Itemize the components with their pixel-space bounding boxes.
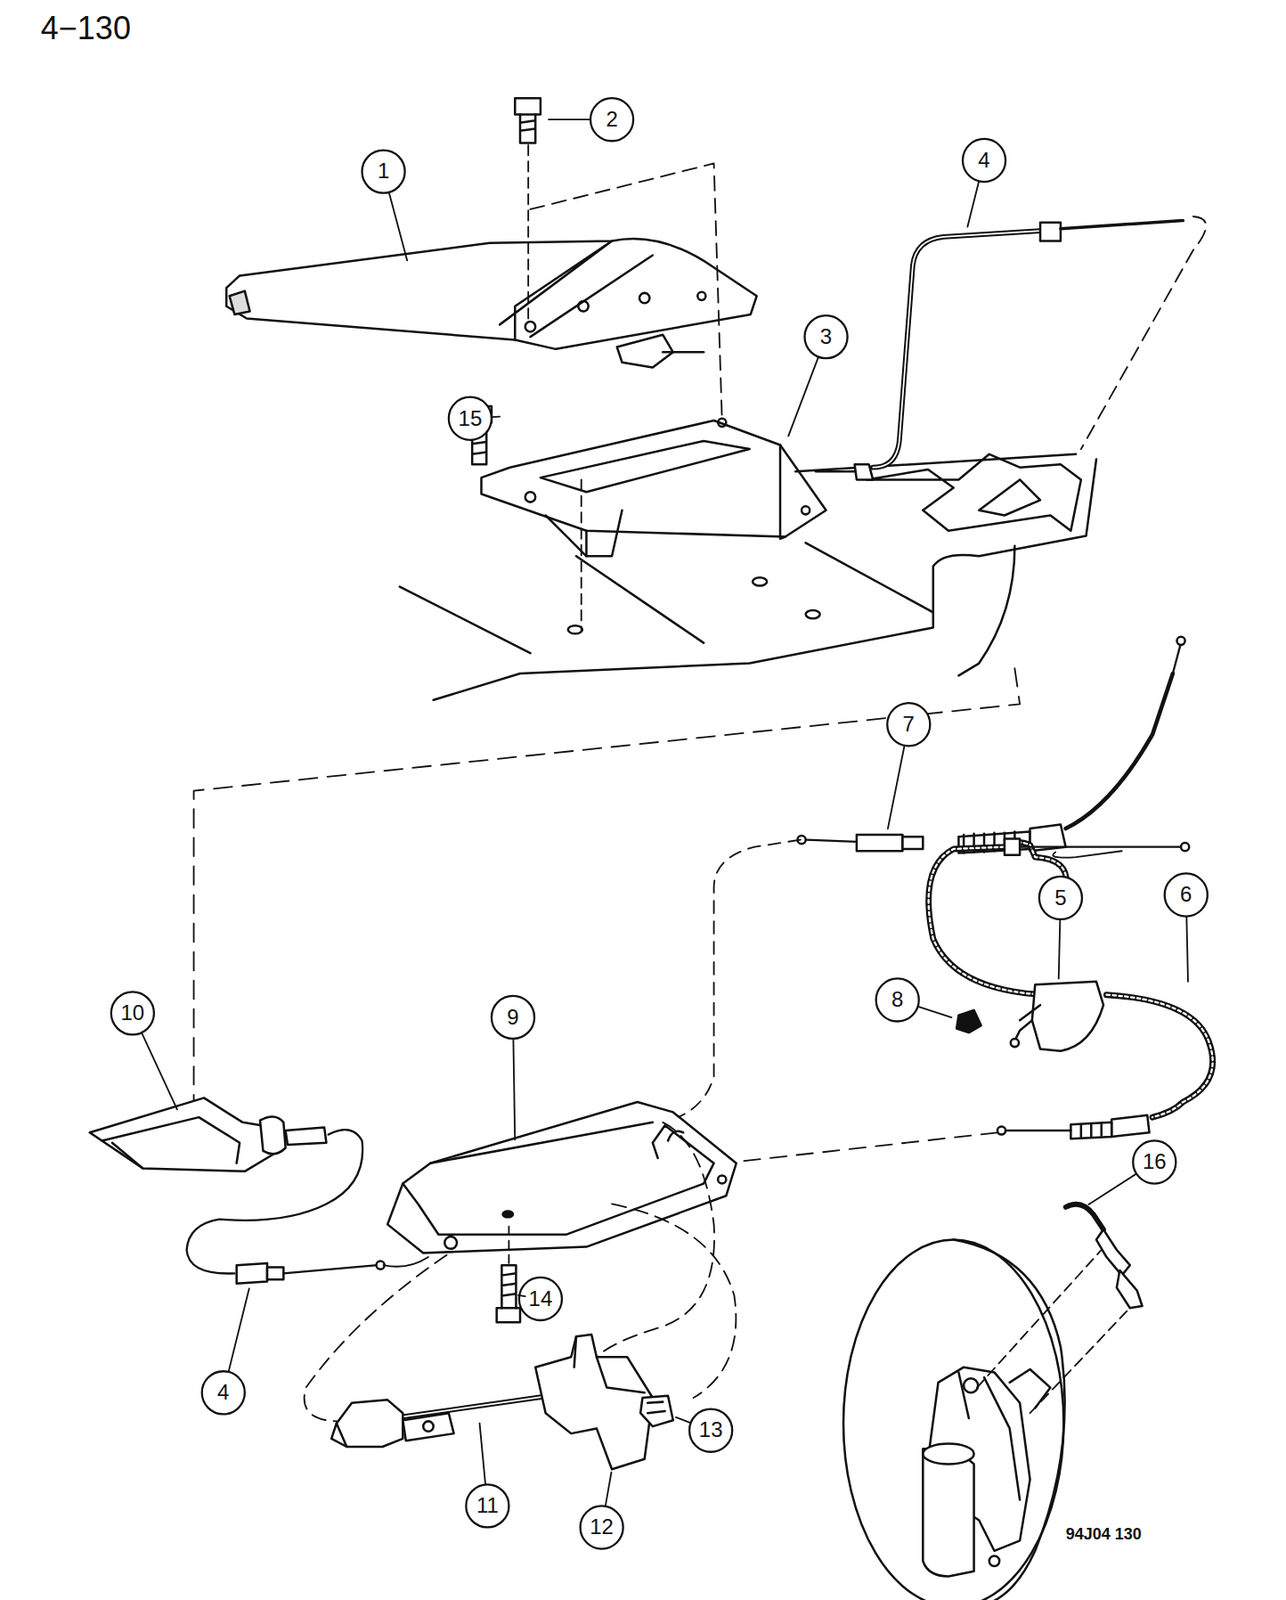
callout-number: 4: [977, 149, 990, 171]
leader-line: [675, 1416, 691, 1423]
callout-circle: [689, 1408, 733, 1452]
callout-number: 2: [605, 108, 618, 131]
leader-line: [788, 358, 818, 437]
callout-circle: [519, 1277, 562, 1320]
callout-circle: [805, 315, 848, 359]
callout-circle: [887, 702, 930, 746]
callout-circle: [202, 1370, 245, 1414]
page-number: 4−130: [40, 12, 131, 45]
callout-circle: [491, 995, 535, 1039]
callout-number: 1: [377, 160, 390, 182]
leader-line: [548, 118, 590, 121]
leader-line: [887, 746, 904, 829]
leader-line: [1186, 917, 1189, 982]
callout-number: 16: [1142, 1150, 1167, 1173]
callout-circle: [111, 991, 155, 1034]
callout-number: 9: [506, 1006, 519, 1028]
callout-number: 13: [699, 1418, 724, 1441]
leader-line: [919, 1006, 953, 1018]
leader-line: [1088, 1173, 1136, 1205]
leader-line: [518, 1294, 526, 1296]
callout-circle: [580, 1505, 624, 1548]
callout-circle: [962, 138, 1006, 182]
callout-number: 5: [1054, 887, 1067, 909]
leader-line: [228, 1287, 250, 1370]
leader-line: [605, 1472, 612, 1506]
figure-code: 94J04 130: [1066, 1525, 1142, 1542]
callout-number: 6: [1180, 883, 1192, 905]
callout-number: 8: [891, 988, 904, 1010]
leader-line: [967, 181, 979, 227]
leader-line: [492, 415, 500, 418]
callout-number: 3: [820, 325, 832, 348]
callout-circle: [1132, 1139, 1176, 1183]
callout-circle: [1164, 872, 1208, 916]
callout-circle: [448, 397, 492, 440]
callout-circle: [876, 977, 920, 1021]
leader-line: [512, 1039, 515, 1140]
leader-line: [1058, 919, 1061, 978]
leader-line: [141, 1033, 177, 1109]
callout-number: 11: [476, 1494, 499, 1516]
callout-number: 12: [589, 1515, 614, 1538]
leader-line: [389, 193, 407, 261]
callout-circle: [465, 1483, 509, 1527]
callout-number: 4: [217, 1381, 229, 1403]
callout-circle: [1039, 876, 1083, 920]
callout-number: 14: [529, 1287, 554, 1310]
callout-circle: [590, 97, 634, 141]
callout-number: 15: [458, 407, 483, 430]
callout-circle: [362, 150, 406, 194]
callout-number: 7: [903, 713, 915, 735]
callout-number: 10: [121, 1001, 146, 1024]
leader-line: [480, 1423, 486, 1484]
